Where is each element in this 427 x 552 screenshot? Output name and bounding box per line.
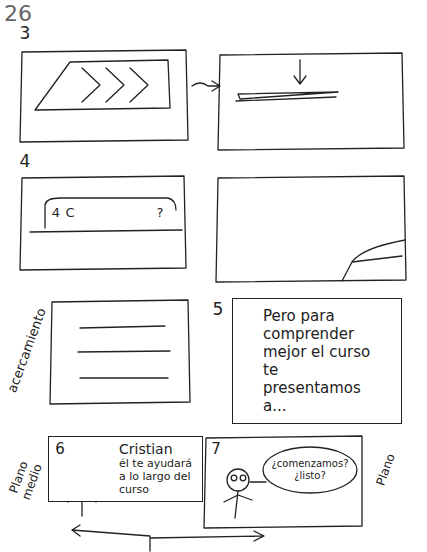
down-arrow — [294, 60, 306, 84]
page-curl — [342, 240, 405, 281]
storyboard-frame — [20, 176, 186, 270]
speech-tail — [250, 481, 266, 482]
page-number: 26 — [4, 1, 32, 26]
character-body — [224, 491, 252, 518]
text-line — [78, 351, 170, 352]
character-frame: Cristianél te ayudará a lo largo del cur… — [48, 436, 203, 502]
node-text: Cristian — [119, 441, 196, 457]
node-text: Pero para comprender mejor el curso te p… — [263, 307, 375, 415]
glasses — [231, 475, 237, 481]
banner-shape — [35, 60, 170, 110]
storyboard-frame — [204, 436, 362, 528]
text-line — [80, 377, 168, 378]
frame-number: 6 — [55, 441, 65, 458]
underline — [30, 230, 182, 232]
frame-number: 3 — [20, 24, 31, 44]
shot-note: Plano — [374, 452, 398, 488]
character-head — [227, 469, 249, 491]
chevron — [82, 68, 100, 102]
storyboard-frame — [216, 176, 406, 282]
sketch-text: C — [65, 206, 74, 221]
shot-note: Plano medio — [5, 454, 47, 507]
chevron — [130, 68, 148, 102]
storyboard-frame — [20, 50, 188, 142]
sketch-text: 4 — [52, 206, 60, 221]
frame-number: 4 — [20, 152, 31, 172]
title-bar — [45, 198, 176, 228]
glasses — [240, 475, 246, 481]
bubble-outline — [263, 447, 357, 493]
sketch-text: ? — [157, 206, 164, 221]
transition-arrow — [72, 525, 264, 551]
node-text: ¿comenzamos? ¿listo? — [270, 458, 350, 482]
transition-arrow — [192, 81, 220, 91]
storyboard-frame — [218, 53, 404, 150]
frame-text-box: Pero para comprender mejor el curso te p… — [232, 298, 402, 424]
storyboard-frame — [50, 300, 190, 404]
collapsed-banner — [236, 92, 338, 101]
node-body: él te ayudará a lo largo del curso — [119, 457, 196, 497]
speech-bubble: ¿comenzamos? ¿listo? — [262, 446, 358, 494]
frame-number: 5 — [213, 300, 224, 320]
shot-note: acercamiento — [5, 306, 49, 395]
chevron — [106, 68, 124, 102]
frame-number: 7 — [211, 441, 221, 458]
text-line — [80, 326, 165, 328]
